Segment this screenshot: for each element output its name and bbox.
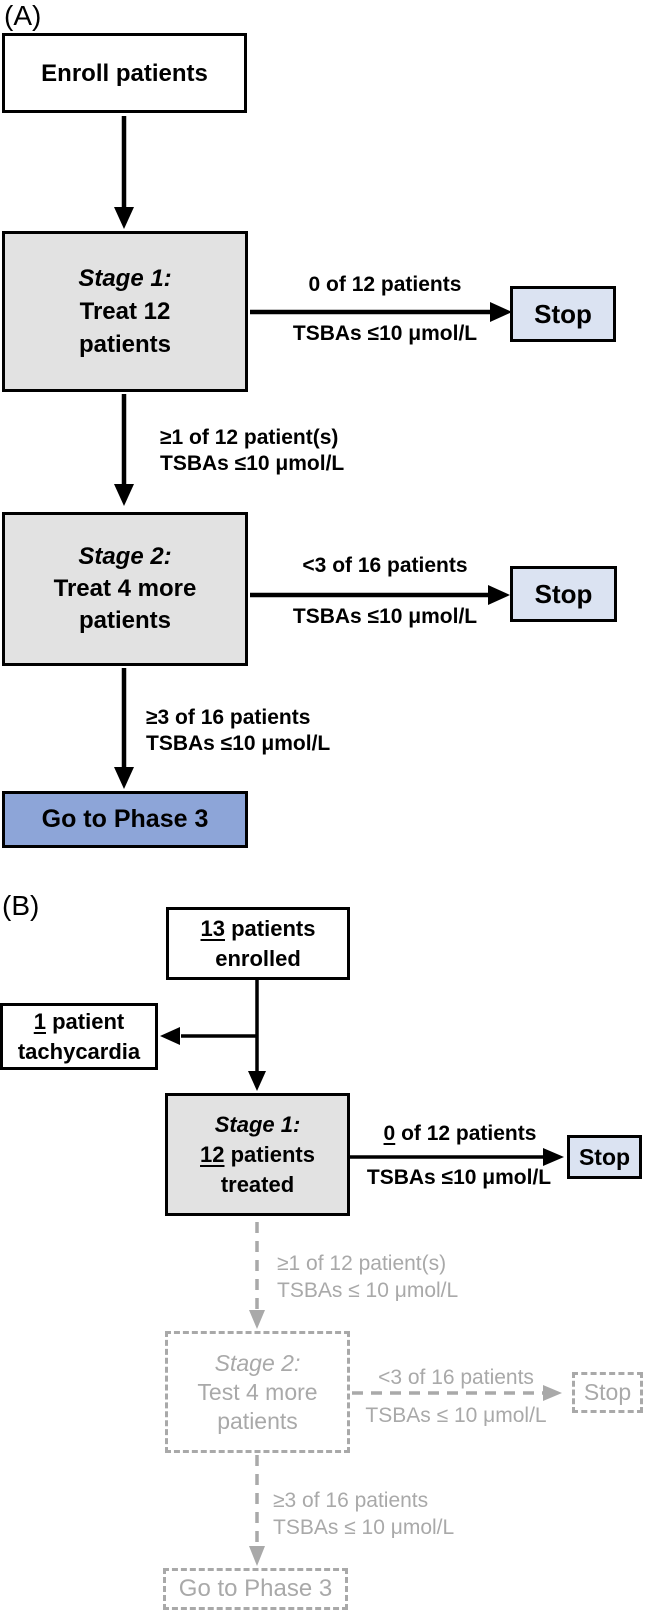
- node-phase3-a: Go to Phase 3: [2, 791, 248, 848]
- enrolled-count: 13: [200, 915, 225, 941]
- tachycardia-line1: 1 patient: [34, 1007, 124, 1037]
- arrow-gray-stage2-to-stop: [352, 1385, 562, 1401]
- withdrawn-count: 1: [33, 1008, 46, 1034]
- label-stop2-criterion-line1: <3 of 16 patients: [302, 554, 468, 577]
- arrow-enrolled-to-tachycardia: [160, 1027, 257, 1045]
- arrow-stage2-to-phase3: [114, 668, 134, 789]
- panel-b-label: (B): [2, 890, 40, 921]
- node-gray-phase3-b: Go to Phase 3: [163, 1568, 348, 1610]
- label-gray-continue-stage2: ≥1 of 12 patient(s) TSBAs ≤ 10 μmol/L: [277, 1250, 458, 1304]
- stage2-a-line2: patients: [78, 607, 171, 634]
- stop2-a-text: Stop: [534, 578, 593, 609]
- node-tachycardia-b: 1 patient tachycardia: [0, 1003, 158, 1070]
- stop-b-rest: of 12 patients: [395, 1122, 537, 1145]
- gray-stop-text: Stop: [583, 1379, 632, 1405]
- node-stop-b: Stop: [567, 1135, 642, 1179]
- node-enroll-text: Enroll patients: [41, 59, 208, 87]
- withdrawn-rest: patient: [46, 1008, 125, 1034]
- label-gray-stop2-line1: <3 of 16 patients: [378, 1366, 534, 1389]
- gray-stage2-line2: patients: [217, 1407, 298, 1434]
- label-go-phase3-a-line1: ≥3 of 16 patients: [146, 706, 311, 729]
- label-gray-phase3-line2: TSBAs ≤ 10 μmol/L: [273, 1516, 455, 1539]
- stage2-a-line1: Treat 4 more: [53, 575, 197, 602]
- node-stage2-a: Stage 2: Treat 4 more patients: [2, 512, 248, 666]
- stop1-a-text: Stop: [534, 298, 592, 329]
- label-go-phase3-a-line2: TSBAs ≤10 μmol/L: [146, 732, 331, 755]
- label-gray-continue-line2: TSBAs ≤ 10 μmol/L: [277, 1279, 459, 1302]
- enrolled-rest: patients: [225, 915, 316, 941]
- arrow-stage2-to-stop: [250, 585, 510, 605]
- node-stop2-a: Stop: [510, 566, 617, 622]
- stage2-a-title: Stage 2:: [78, 543, 172, 570]
- node-gray-stop-b: Stop: [572, 1372, 643, 1413]
- arrow-gray-stage1-to-stage2: [249, 1222, 265, 1329]
- node-enroll-patients: Enroll patients: [2, 33, 247, 113]
- arrow-gray-stage2-to-phase3: [249, 1455, 265, 1566]
- label-gray-continue-line1: ≥1 of 12 patient(s): [277, 1252, 447, 1275]
- label-gray-phase3-line1: ≥3 of 16 patients: [273, 1489, 429, 1512]
- label-continue-stage2-a-line2: TSBAs ≤10 μmol/L: [160, 452, 345, 475]
- stage1-b-treated-count: 12: [200, 1141, 225, 1167]
- arrow-stage1-to-stop-b: [350, 1148, 564, 1166]
- label-gray-go-phase3: ≥3 of 16 patients TSBAs ≤ 10 μmol/L: [273, 1487, 454, 1541]
- label-stop2-criterion-line2: TSBAs ≤10 μmol/L: [292, 605, 478, 628]
- label-continue-stage2-a-line1: ≥1 of 12 patient(s): [160, 426, 339, 449]
- gray-stage2-line1: Test 4 more: [197, 1378, 318, 1405]
- enrolled-b-line1: 13 patients: [201, 914, 316, 944]
- label-stop-criterion-b-line2: TSBAs ≤10 μmol/L: [366, 1166, 552, 1189]
- node-stage1-b: Stage 1: 12 patients treated: [165, 1093, 350, 1216]
- label-continue-stage2-a: ≥1 of 12 patient(s) TSBAs ≤10 μmol/L: [160, 425, 344, 477]
- stage1-b-treated-rest: patients: [224, 1141, 315, 1167]
- stage1-a-line1: Treat 12: [79, 298, 171, 325]
- arrow-stage1-to-stage2: [114, 394, 134, 506]
- enrolled-b-line2: enrolled: [215, 945, 301, 971]
- stage1-a-line2: patients: [78, 331, 171, 358]
- arrow-stage1-to-stop: [250, 302, 512, 322]
- gray-stage2-title: Stage 2:: [214, 1349, 301, 1376]
- phase3-a-text: Go to Phase 3: [41, 805, 209, 833]
- stop-b-count: 0: [383, 1122, 396, 1145]
- node-gray-stage2-b: Stage 2: Test 4 more patients: [165, 1331, 350, 1453]
- gray-phase3-text: Go to Phase 3: [178, 1575, 333, 1602]
- stage1-a-title: Stage 1:: [78, 265, 172, 292]
- label-gray-stop2-line2: TSBAs ≤ 10 μmol/L: [365, 1404, 547, 1427]
- arrow-enroll-to-stage1: [114, 116, 134, 229]
- stage1-b-line3: treated: [220, 1171, 295, 1197]
- stage1-b-title: Stage 1:: [214, 1111, 301, 1137]
- stage1-b-line2: 12 patients: [200, 1140, 315, 1170]
- panel-a-label: (A): [4, 0, 42, 31]
- node-enrolled-b: 13 patients enrolled: [166, 907, 350, 980]
- arrow-enrolled-to-stage1: [248, 980, 266, 1091]
- label-stop-criterion-b-line1: 0 of 12 patients: [355, 1121, 565, 1147]
- tachycardia-line2: tachycardia: [17, 1038, 141, 1064]
- label-stop1-criterion-line2: TSBAs ≤10 μmol/L: [292, 322, 478, 345]
- label-go-phase3-criterion-a: ≥3 of 16 patients TSBAs ≤10 μmol/L: [146, 705, 330, 757]
- stop-b-text: Stop: [578, 1143, 631, 1170]
- node-stop1-a: Stop: [510, 286, 616, 342]
- node-stage1-a: Stage 1: Treat 12 patients: [2, 231, 248, 392]
- label-stop1-criterion-line1: 0 of 12 patients: [308, 273, 462, 296]
